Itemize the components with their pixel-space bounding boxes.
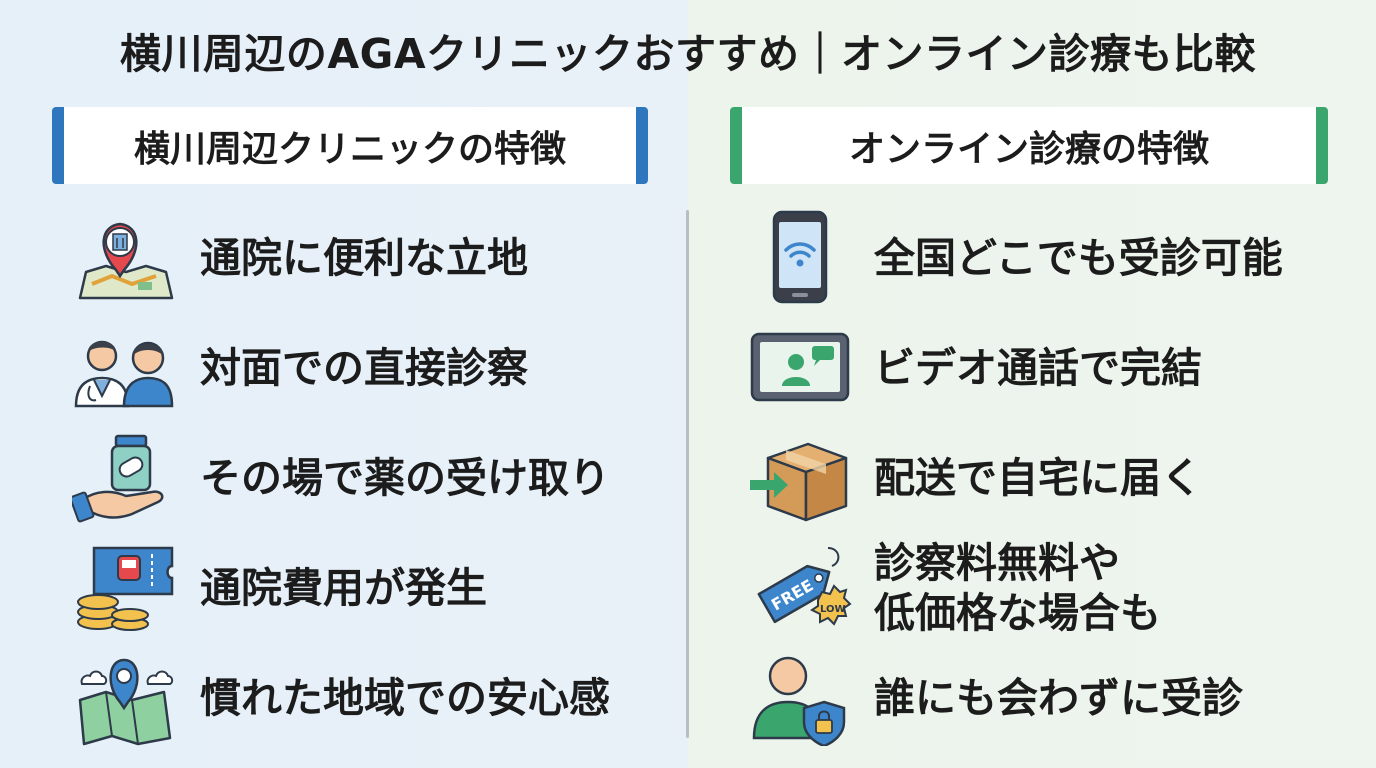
person-shield-lock-icon [748, 650, 852, 746]
map-pin-building-icon [72, 210, 176, 306]
right-item-label-line2: 低価格な場合も [874, 589, 1161, 637]
column-divider [686, 210, 689, 738]
left-item-label: 慣れた地域での安心感 [200, 674, 610, 722]
delivery-box-icon [748, 430, 852, 526]
right-item-label: 全国どこでも受診可能 [874, 234, 1283, 282]
right-item-label: ビデオ通話で完結 [874, 344, 1202, 392]
right-item-label: 配送で自宅に届く [874, 454, 1202, 502]
smartphone-wifi-icon [748, 210, 852, 306]
hand-medicine-bottle-icon [72, 430, 176, 526]
left-item-familiar-area: 慣れた地域での安心感 [72, 650, 672, 746]
right-item-low-cost: FREE LOW 診察料無料や 低価格な場合も [748, 539, 1368, 637]
right-item-privacy: 誰にも会わずに受診 [748, 650, 1368, 746]
right-item-video-call: ビデオ通話で完結 [748, 320, 1368, 416]
right-item-label-line1: 診察料無料や [874, 539, 1120, 587]
doctor-patient-icon [72, 320, 176, 416]
right-item-delivery: 配送で自宅に届く [748, 430, 1368, 526]
left-item-location: 通院に便利な立地 [72, 210, 672, 306]
ticket-coins-icon [72, 540, 176, 636]
svg-text:LOW: LOW [820, 604, 846, 615]
free-low-price-tag-icon: FREE LOW [748, 540, 852, 636]
left-header-label: 横川周辺クリニックの特徴 [133, 128, 566, 170]
right-header-label: オンライン診療の特徴 [848, 128, 1209, 170]
left-column-header: 横川周辺クリニックの特徴 [52, 107, 648, 184]
left-item-consultation: 対面での直接診察 [72, 320, 672, 416]
left-item-label: その場で薬の受け取り [200, 454, 610, 502]
left-item-label: 通院に便利な立地 [200, 234, 528, 282]
left-item-label: 対面での直接診察 [200, 344, 528, 392]
page-title: 横川周辺のAGAクリニックおすすめ｜オンライン診療も比較 [119, 30, 1257, 78]
right-column-header: オンライン診療の特徴 [730, 107, 1328, 184]
left-item-medicine: その場で薬の受け取り [72, 430, 672, 526]
left-item-cost: 通院費用が発生 [72, 540, 672, 636]
left-item-label: 通院費用が発生 [200, 564, 487, 612]
right-item-label: 誰にも会わずに受診 [874, 674, 1243, 722]
tablet-video-call-icon [748, 320, 852, 416]
right-item-nationwide: 全国どこでも受診可能 [748, 210, 1368, 306]
local-map-pin-icon [72, 650, 176, 746]
